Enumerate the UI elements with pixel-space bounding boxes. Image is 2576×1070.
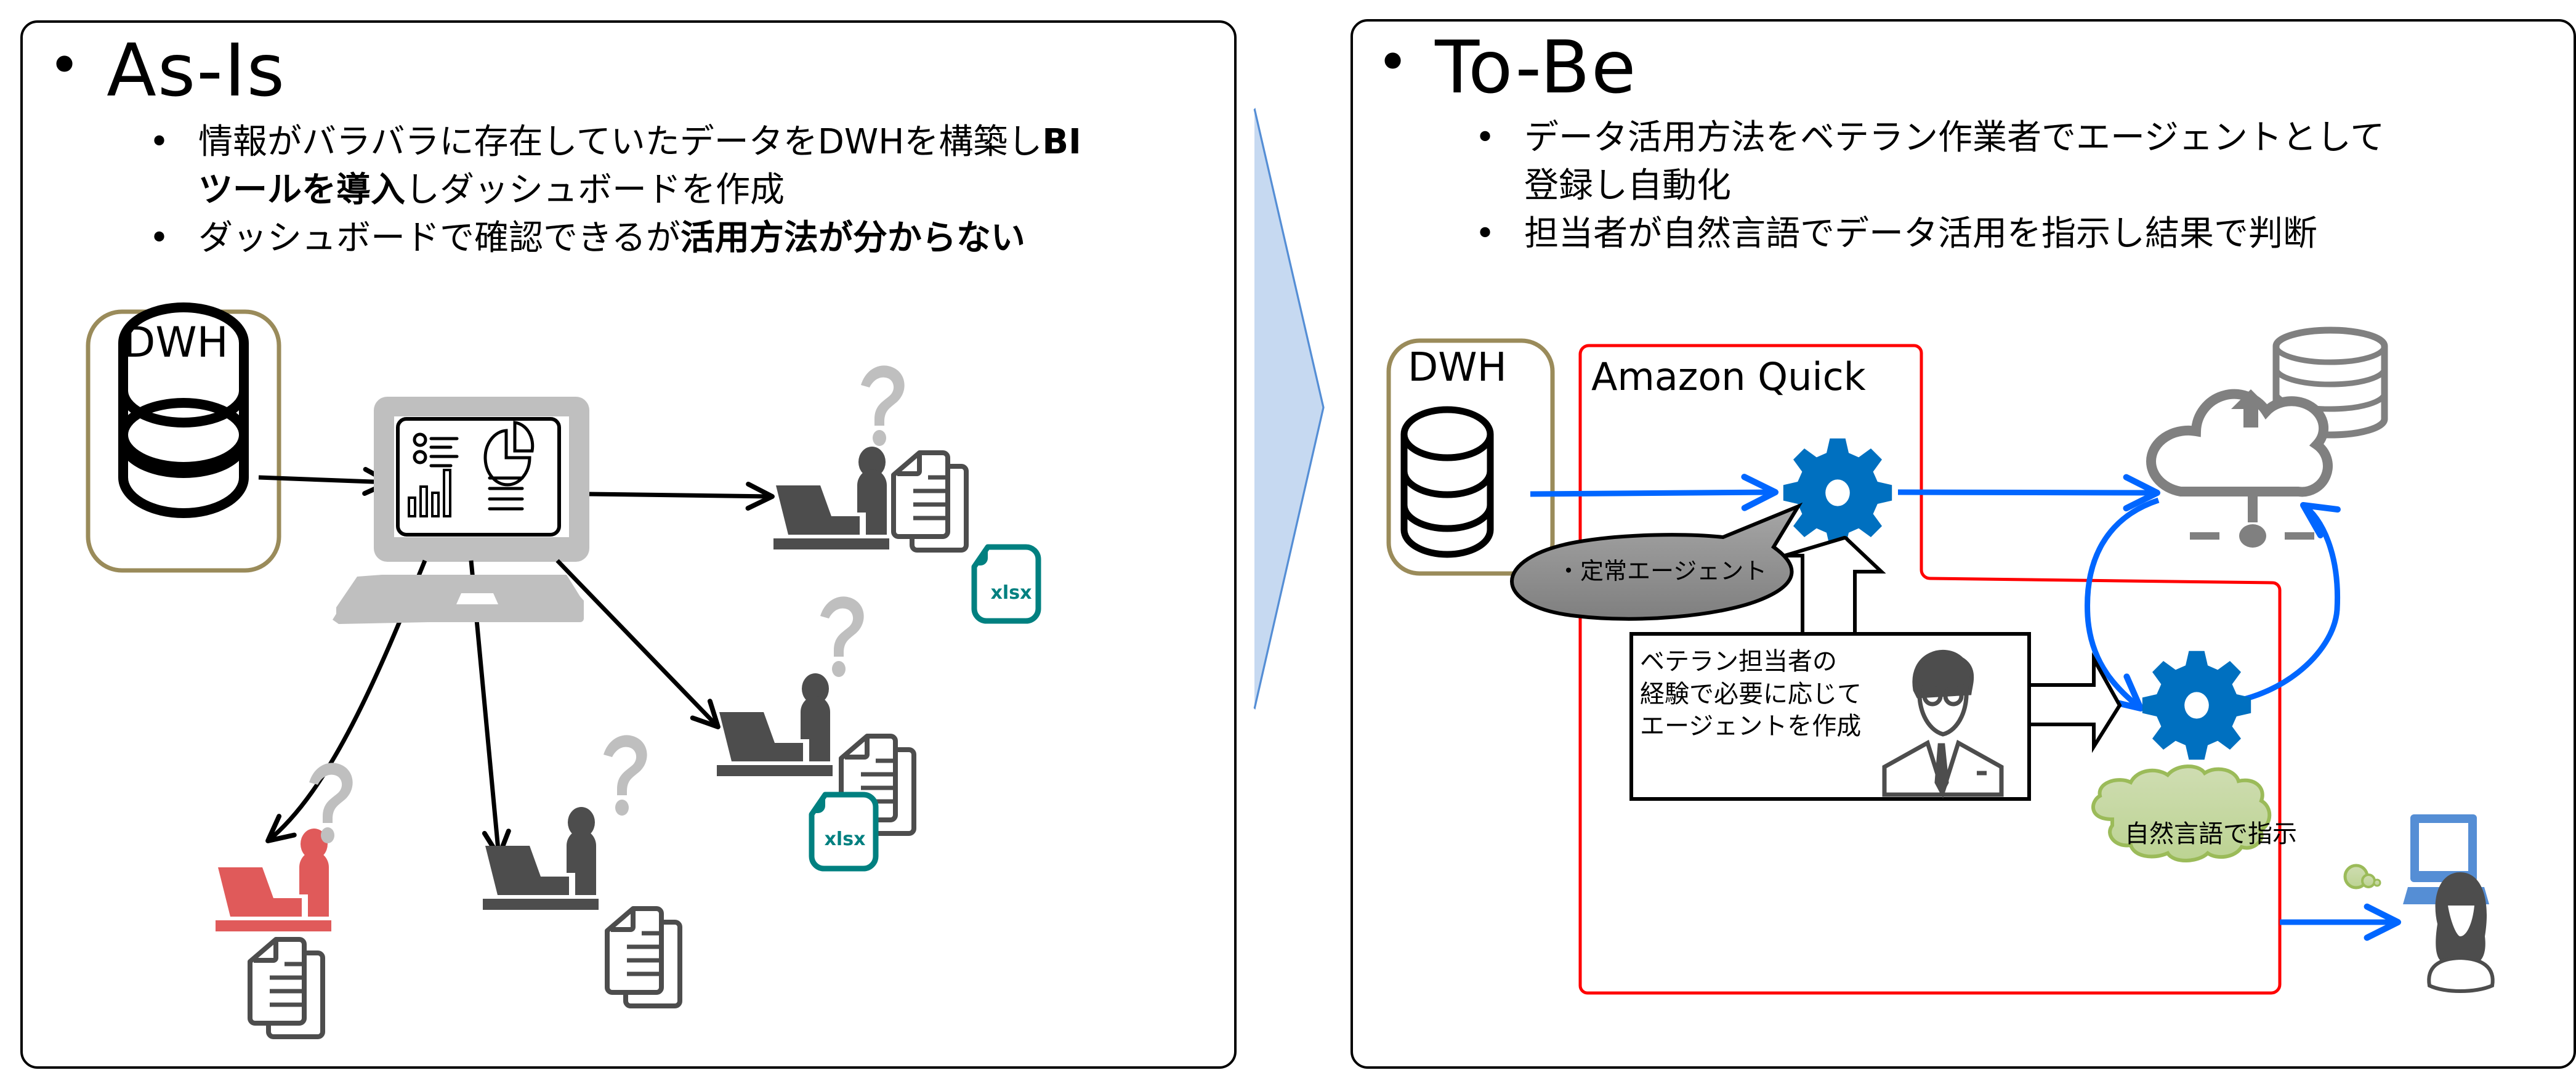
bullet-text: データ活用方法をベテラン作業者でエージェントとして — [1524, 118, 2385, 158]
xlsx-label: xlsx — [825, 829, 866, 850]
flow-arrow-bi-to-user-2 — [555, 559, 721, 729]
as-is-title-text: As-Is — [107, 28, 286, 113]
veteran-line-3: エージェントを作成 — [1640, 712, 1861, 740]
title-bullet: • — [1376, 30, 1411, 95]
bullet-text: しダッシュボードを作成 — [405, 170, 785, 210]
transition-arrow — [1253, 108, 1325, 710]
monitor-keyboard — [333, 575, 584, 624]
cloud-database-icon — [2146, 326, 2388, 548]
as-is-title: •As-Is — [48, 34, 286, 107]
gear-agent-icon — [1783, 438, 1892, 548]
user-at-laptop-icon-highlighted — [216, 829, 331, 931]
instruction-cloud-text: 自然言語で指示 — [2125, 820, 2297, 848]
as-is-bullet-1: 情報がバラバラに存在していたデータをDWHを構築しBI ツールを導入しダッシュボ… — [143, 118, 1227, 214]
to-be-bullet-1: データ活用方法をベテラン作業者でエージェントとして 登録し自動化 — [1469, 114, 2553, 210]
bullet-text-bold: BI — [1042, 122, 1081, 162]
flow-arrow-agent2-to-cloud — [2209, 501, 2341, 707]
database-icon — [1400, 406, 1494, 558]
documents-icon — [894, 453, 966, 550]
to-be-bullet-2: 担当者が自然言語でデータ活用を指示し結果で判断 — [1469, 210, 2553, 258]
bullet-text: 情報がバラバラに存在していたデータをDWHを構築し — [198, 122, 1043, 162]
to-be-title: •To-Be — [1376, 31, 1637, 103]
dwh-label-as-is: DWH — [123, 318, 228, 367]
question-mark-icon — [820, 596, 864, 677]
to-be-bullets: データ活用方法をベテラン作業者でエージェントとして 登録し自動化 担当者が自然言… — [1469, 114, 2553, 258]
veteran-line-2: 経験で必要に応じて — [1640, 680, 1862, 708]
dashboard-monitor-icon — [374, 397, 589, 562]
dwh-label-to-be: DWH — [1408, 345, 1507, 391]
user-at-laptop-icon — [483, 807, 599, 910]
amazon-quick-container — [1578, 344, 2282, 995]
bullet-text-bold: ツールを導入 — [198, 170, 405, 210]
question-mark-icon — [861, 365, 905, 446]
as-is-bullet-2: ダッシュボードで確認できるが活用方法が分からない — [143, 214, 1227, 262]
flow-arrow-cloud-to-agent2 — [2085, 497, 2160, 712]
create-agent-right-arrow — [2026, 652, 2122, 753]
agent-callout-text: ・定常エージェント — [1557, 557, 1767, 585]
veteran-person-icon — [1882, 649, 2004, 799]
instruction-cloud — [2091, 764, 2381, 890]
user-at-laptop-icon — [717, 673, 833, 776]
as-is-bullets: 情報がバラバラに存在していたデータをDWHを構築しBI ツールを導入しダッシュボ… — [143, 118, 1227, 262]
agent-callout — [1510, 502, 1803, 621]
bullet-text: 登録し自動化 — [1524, 166, 1731, 206]
flow-arrow-bi-to-user-1 — [589, 481, 775, 511]
create-agent-up-arrow — [1784, 535, 1886, 633]
title-bullet: • — [48, 33, 83, 98]
veteran-box-text: ベテラン担当者の 経験で必要に応じて エージェントを作成 — [1640, 647, 1870, 740]
flow-arrow-agent-to-cloud — [1897, 474, 2161, 512]
database-icon — [118, 302, 249, 518]
bullet-text: ダッシュボードで確認できるが — [198, 218, 680, 258]
veteran-line-1: ベテラン担当者の — [1640, 647, 1837, 676]
female-user-computer-icon — [2403, 814, 2495, 993]
bullet-text: 担当者が自然言語でデータ活用を指示し結果で判断 — [1524, 214, 2317, 254]
gear-agent-icon-2 — [2142, 651, 2251, 760]
documents-icon — [250, 939, 323, 1037]
flow-arrow-dwh-to-agent — [1530, 474, 1779, 511]
flow-arrow-dwh-to-bi — [258, 467, 392, 496]
bullet-text-bold: 活用方法が分からない — [680, 218, 1025, 258]
user-at-laptop-icon — [773, 447, 889, 549]
to-be-title-text: To-Be — [1435, 25, 1637, 110]
question-mark-icon — [604, 735, 647, 816]
documents-icon — [607, 909, 680, 1006]
amazon-quick-label: Amazon Quick — [1591, 354, 1866, 399]
xlsx-label: xlsx — [991, 582, 1032, 604]
